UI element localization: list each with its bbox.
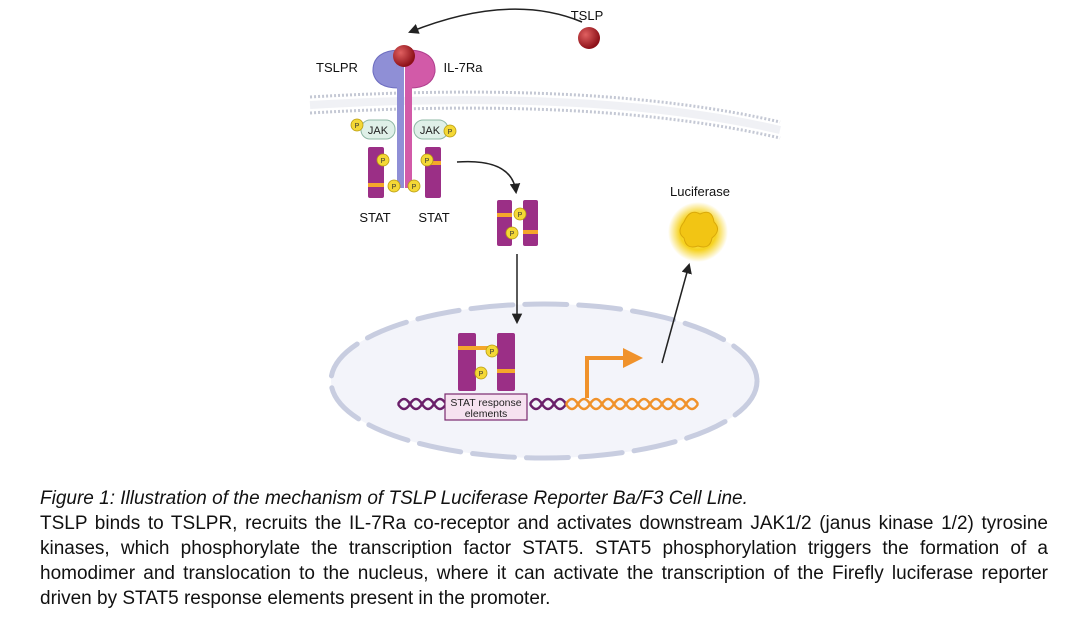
tslp-ligand-free [578, 27, 600, 49]
binding-arrow [408, 8, 583, 34]
svg-text:P: P [448, 129, 453, 136]
expression-arrow [661, 262, 692, 364]
caption-body: TSLP binds to TSLPR, recruits the IL-7Ra… [40, 513, 1048, 609]
svg-text:P: P [381, 158, 386, 165]
svg-text:P: P [490, 349, 495, 356]
stat-right-label: STAT [418, 210, 449, 225]
stat-dimer-nucleus: P P [458, 333, 515, 391]
transcription-start-arrow [585, 348, 643, 398]
jak-left-label: JAK [368, 125, 389, 137]
svg-text:P: P [510, 231, 515, 238]
nucleus [328, 301, 760, 461]
dimerization-arrow [456, 160, 521, 195]
signaling-diagram: TSLP TSLPR IL-7Ra JAK P JAK P P P [309, 8, 781, 461]
stat-right: P P [407, 147, 441, 198]
stat-left: P P [368, 147, 401, 198]
jak-right-label: JAK [420, 125, 441, 137]
luciferase-icon [668, 202, 728, 262]
cell-membrane [309, 90, 781, 140]
svg-text:P: P [392, 184, 397, 191]
jak-left: JAK P [350, 118, 396, 140]
tslp-ligand-bound [393, 45, 415, 67]
svg-text:P: P [412, 184, 417, 191]
svg-text:P: P [518, 212, 523, 219]
svg-text:P: P [425, 158, 430, 165]
response-label-line1: STAT response [450, 397, 521, 409]
tslpr-receptor [372, 49, 399, 89]
stat-dimer-cytoplasm: P P [497, 200, 538, 246]
svg-text:P: P [479, 371, 484, 378]
response-label-line2: elements [465, 408, 508, 420]
stat-response-elements: STAT response elements [444, 393, 528, 421]
jak-right: JAK P [413, 119, 457, 140]
caption-title: Figure 1: Illustration of the mechanism … [40, 488, 748, 509]
luciferase-label: Luciferase [670, 184, 730, 199]
svg-text:P: P [355, 123, 360, 130]
dna-helix [396, 397, 700, 411]
il7ra-label: IL-7Ra [443, 60, 483, 75]
il7ra-receptor [409, 49, 436, 89]
tslpr-label: TSLPR [316, 60, 358, 75]
stat-left-label: STAT [359, 210, 390, 225]
tslp-label: TSLP [571, 8, 604, 23]
figure-caption: Figure 1: Illustration of the mechanism … [40, 486, 1048, 611]
receptor-complex [372, 45, 436, 188]
